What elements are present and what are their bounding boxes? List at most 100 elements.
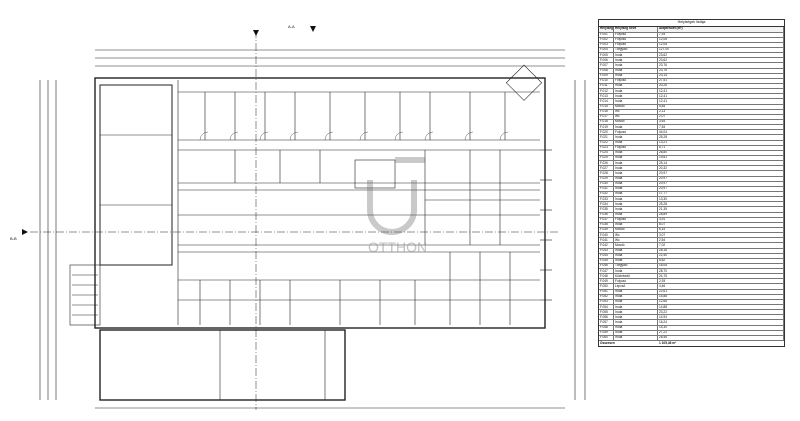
room-schedule-total: Összesen 1 105,46 m² xyxy=(599,341,784,346)
cell-room-number: F.010 xyxy=(599,78,614,83)
cell-room-area: 13,21 xyxy=(658,140,784,145)
cell-room-number: F.032 xyxy=(599,191,614,197)
cell-room-number: F.020 xyxy=(599,130,614,135)
room-schedule-header: Helyiség szám Helyiség neve Alapterület … xyxy=(599,26,784,33)
total-value: 1 105,46 m² xyxy=(659,340,677,345)
cell-room-name: Iroda xyxy=(614,186,658,191)
cell-room-number: F.045 xyxy=(599,258,614,263)
cell-room-number: F.023 xyxy=(599,145,614,150)
cell-room-number: F.037 xyxy=(599,217,614,222)
cell-room-area: 6,71 xyxy=(658,145,784,150)
cell-room-name: Iroda xyxy=(614,89,658,94)
cell-room-number: F.013 xyxy=(599,94,614,99)
cell-room-name: Iroda xyxy=(614,299,658,305)
cell-room-name: Iroda xyxy=(614,212,658,217)
cell-room-name: Tárgyaló xyxy=(614,48,658,53)
cell-room-area: 12,66 xyxy=(658,299,784,305)
cell-room-area: 12,41 xyxy=(658,89,784,94)
cell-room-number: F.046 xyxy=(599,263,614,269)
total-label: Összesen xyxy=(600,340,615,345)
header-room-number: Helyiség szám xyxy=(600,26,614,32)
cell-room-name: Iroda xyxy=(614,181,658,186)
cell-room-name: Iroda xyxy=(614,94,658,99)
cell-room-area: 27,22 xyxy=(658,330,784,335)
cell-room-name: Iroda xyxy=(614,335,658,341)
cell-room-name: Iroda xyxy=(614,161,658,166)
cell-room-name: Folyosó xyxy=(614,145,658,150)
cell-room-area: 3,64 xyxy=(658,119,784,125)
cell-room-area: 16,08 xyxy=(658,263,784,269)
cell-room-area: 14,88 xyxy=(658,305,784,310)
cell-room-area: 28,89 xyxy=(658,212,784,217)
cell-room-number: F.050 xyxy=(599,284,614,289)
cell-room-area: 2,54 xyxy=(658,238,784,243)
cell-room-number: F.039 xyxy=(599,227,614,233)
cell-room-name: Folyosó xyxy=(614,279,658,284)
cell-room-number: F.057 xyxy=(599,320,614,325)
cell-room-area: 23,22 xyxy=(658,310,784,315)
cell-room-name: Iroda xyxy=(614,84,658,89)
cell-room-number: F.060 xyxy=(599,335,614,341)
cell-room-name: Iroda xyxy=(614,248,658,253)
cell-room-name: Iroda xyxy=(614,171,658,176)
cell-room-name: Iroda xyxy=(614,269,658,274)
cell-room-number: F.027 xyxy=(599,166,614,171)
cell-room-name: Iroda xyxy=(614,73,658,78)
cell-room-name: Wc xyxy=(614,109,658,114)
cell-room-area: 2,07 xyxy=(658,114,784,119)
cell-room-number: F.007 xyxy=(599,63,614,68)
room-schedule-title: Helyiségek listája xyxy=(599,20,784,27)
cell-room-name: Mosdó xyxy=(614,227,658,233)
cell-room-number: F.047 xyxy=(599,269,614,274)
cell-room-area: 23,62 xyxy=(658,58,784,63)
cell-room-name: Iroda xyxy=(614,315,658,320)
cell-room-name: Wc xyxy=(614,114,658,119)
cell-room-number: F.021 xyxy=(599,135,614,140)
cell-room-name: Iroda xyxy=(614,63,658,68)
cell-room-area: 28,70 xyxy=(658,269,784,274)
cell-room-name: Folyosó xyxy=(614,217,658,222)
cell-room-name: Mosdó xyxy=(614,104,658,109)
cell-room-area: 14,88 xyxy=(658,294,784,299)
cell-room-area: 12,41 xyxy=(658,94,784,99)
cell-room-name: Iroda xyxy=(614,325,658,330)
cell-room-number: F.015 xyxy=(599,104,614,109)
cell-room-name: Iroda xyxy=(614,125,658,130)
cell-room-name: Iroda xyxy=(614,197,658,202)
cell-room-name: Iroda xyxy=(614,53,658,58)
cell-room-area: 25,28 xyxy=(658,202,784,207)
cell-room-name: Folyosó xyxy=(614,78,658,83)
cell-room-number: F.005 xyxy=(599,53,614,58)
cell-room-area: 12,41 xyxy=(658,99,784,104)
cell-room-number: F.009 xyxy=(599,73,614,78)
cell-room-number: F.034 xyxy=(599,202,614,207)
header-room-name: Helyiség neve xyxy=(614,26,658,32)
cell-room-area: 14,30 xyxy=(658,325,784,330)
